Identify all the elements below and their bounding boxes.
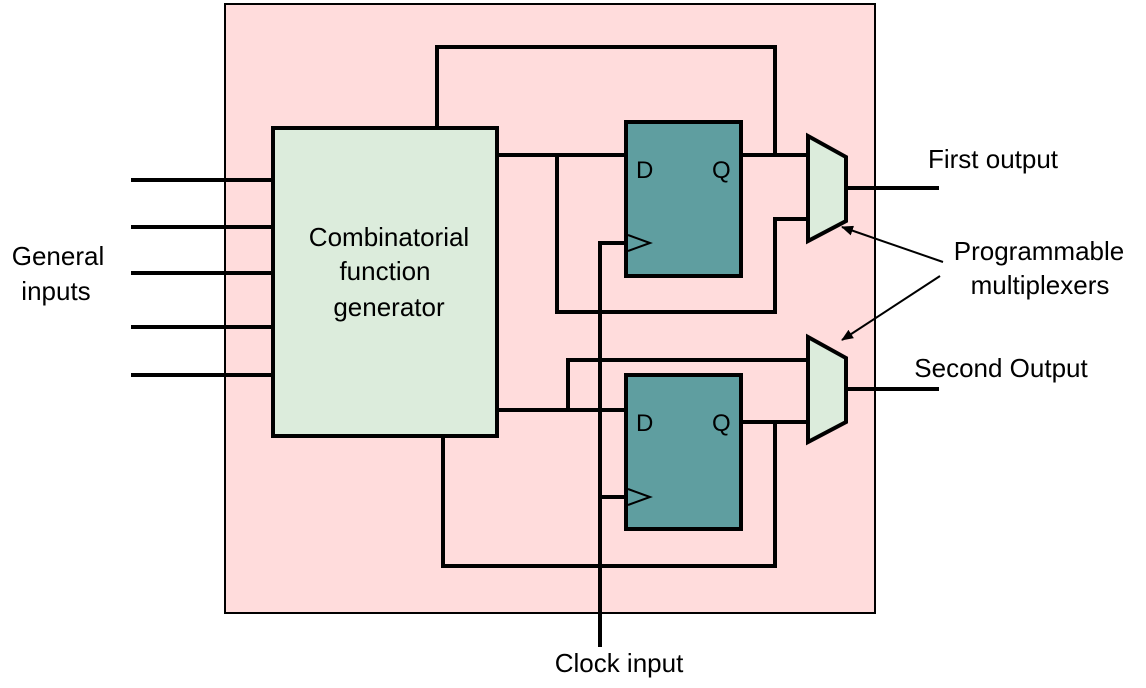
flipflop-1-q-pin: Q [712, 157, 731, 184]
multiplexer-callout-arrows [841, 225, 944, 341]
clock-input-label: Clock input [555, 648, 684, 678]
multiplexer-1 [806, 132, 848, 245]
generator-label-line3: generator [333, 292, 445, 322]
generator-label-line1: Combinatorial [309, 222, 469, 252]
output-wires [844, 186, 939, 391]
flipflop-output-wires [738, 153, 810, 424]
general-inputs-label-line1: General [12, 241, 105, 271]
multiplexers-label-line1: Programmable [954, 236, 1125, 266]
flipflop-2-clock-triangle [627, 488, 653, 506]
flipflop-2-d-pin: D [636, 410, 653, 437]
flipflop-1: D Q [624, 120, 743, 278]
flipflop-2-q-pin: Q [712, 410, 731, 437]
flipflop-1-clock-triangle [627, 234, 653, 252]
feedback-wires [435, 45, 777, 568]
general-inputs-label-line2: inputs [21, 276, 90, 306]
general-input-wires [131, 178, 275, 377]
generator-output-wires [495, 153, 810, 412]
clock-wire [598, 241, 628, 647]
flipflop-1-d-pin: D [636, 157, 653, 184]
multiplexers-label-line2: multiplexers [971, 270, 1110, 300]
second-output-label: Second Output [914, 353, 1088, 383]
multiplexer-2 [806, 333, 848, 446]
flipflop-2: D Q [624, 373, 743, 531]
generator-label-line2: function [339, 256, 430, 286]
combinatorial-function-generator [271, 126, 499, 438]
first-output-label: First output [928, 144, 1059, 174]
